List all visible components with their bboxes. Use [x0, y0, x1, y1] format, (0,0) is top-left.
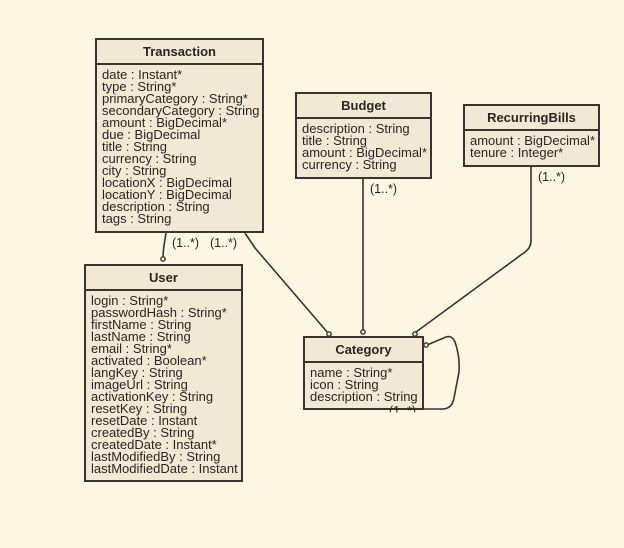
class-attribute: title : String — [102, 139, 168, 154]
class-attribute: date : Instant* — [102, 67, 183, 82]
class-user-title: User — [86, 266, 241, 291]
class-attribute: description : String — [102, 199, 210, 214]
class-attribute: description : String — [310, 389, 418, 404]
class-attribute: icon : String — [310, 377, 379, 392]
class-attribute: description : String — [302, 121, 410, 136]
class-attribute: type : String* — [102, 79, 177, 94]
class-attribute: firstName : String — [91, 317, 192, 332]
class-transaction-title: Transaction — [97, 40, 262, 65]
edge-end-category-budget — [360, 329, 366, 335]
class-attribute: lastModifiedBy : String — [91, 449, 221, 464]
edge-category-self-loop — [423, 335, 460, 410]
class-budget-title: Budget — [297, 94, 430, 119]
class-attribute: langKey : String — [91, 365, 183, 380]
class-attribute: name : String* — [310, 365, 393, 380]
class-attribute: createdDate : Instant* — [91, 437, 217, 452]
class-attribute: locationX : BigDecimal — [102, 175, 233, 190]
multiplicity-budget-category: (1..*) — [370, 182, 398, 196]
class-attribute: currency : String — [302, 157, 397, 172]
class-user-attributes: login : String*passwordHash : String*fir… — [86, 291, 241, 475]
edge-end-category-self — [423, 342, 429, 348]
multiplicity-category-self: (1..*) — [389, 404, 417, 418]
edge-transaction-user — [162, 232, 167, 259]
class-attribute: createdBy : String — [91, 425, 195, 440]
class-attribute: due : BigDecimal — [102, 127, 201, 142]
multiplicity-recurringbills-category: (1..*) — [538, 170, 566, 184]
class-attribute: locationY : BigDecimal — [102, 187, 232, 202]
class-attribute: lastName : String — [91, 329, 191, 344]
class-attribute: primaryCategory : String* — [102, 91, 248, 106]
class-recurringbills-title: RecurringBills — [465, 106, 598, 131]
class-attribute: amount : BigDecimal* — [302, 145, 427, 160]
class-attribute: city : String — [102, 163, 167, 178]
class-recurringbills[interactable]: RecurringBills amount : BigDecimal*tenur… — [463, 104, 600, 167]
multiplicity-transaction-category: (1..*) — [210, 236, 238, 250]
class-attribute: secondaryCategory : String — [102, 103, 260, 118]
class-transaction[interactable]: Transaction date : Instant*type : String… — [95, 38, 264, 233]
class-recurringbills-attributes: amount : BigDecimal*tenure : Integer* — [465, 131, 598, 159]
class-attribute: resetKey : String — [91, 401, 188, 416]
class-category-title: Category — [305, 338, 422, 363]
class-attribute: activationKey : String — [91, 389, 214, 404]
class-attribute: activated : Boolean* — [91, 353, 207, 368]
class-attribute: title : String — [302, 133, 368, 148]
class-attribute: login : String* — [91, 293, 169, 308]
class-transaction-attributes: date : Instant*type : String*primaryCate… — [97, 65, 262, 225]
class-attribute: passwordHash : String* — [91, 305, 227, 320]
class-attribute: currency : String — [102, 151, 197, 166]
class-attribute: imageUrl : String — [91, 377, 188, 392]
class-attribute: tenure : Integer* — [470, 145, 564, 160]
edge-recurringbills-category — [415, 166, 532, 333]
class-attribute: lastModifiedDate : Instant — [91, 461, 238, 476]
edge-end-user — [160, 256, 166, 262]
class-attribute: amount : BigDecimal* — [102, 115, 227, 130]
class-user[interactable]: User login : String*passwordHash : Strin… — [84, 264, 243, 482]
class-attribute: tags : String — [102, 211, 172, 226]
edge-transaction-category — [244, 232, 329, 334]
multiplicity-transaction-user: (1..*) — [172, 236, 200, 250]
class-attribute: resetDate : Instant — [91, 413, 198, 428]
class-attribute: amount : BigDecimal* — [470, 133, 595, 148]
class-attribute: email : String* — [91, 341, 172, 356]
